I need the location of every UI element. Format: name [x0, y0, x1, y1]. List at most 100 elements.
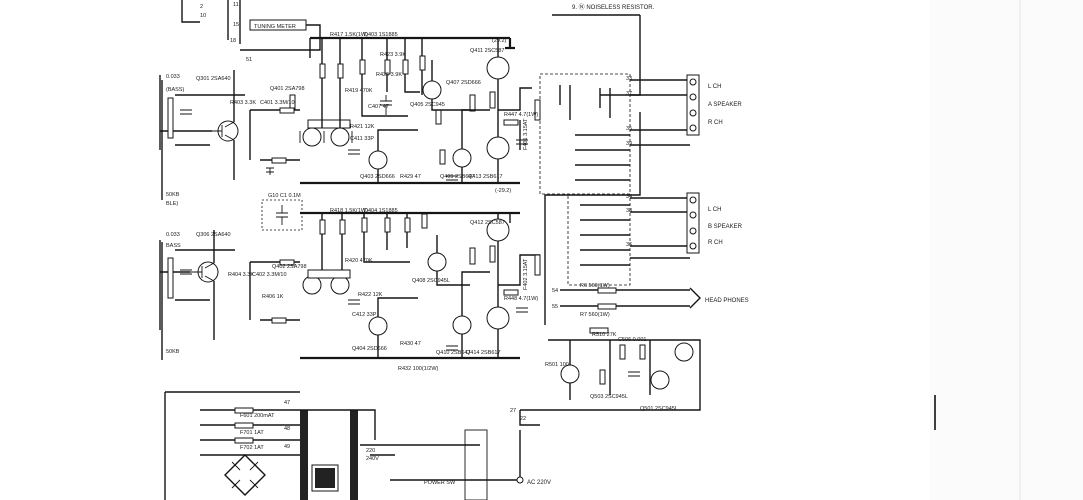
b-rch-label: R CH	[708, 240, 723, 246]
power-sw-label: POWER SW	[424, 480, 456, 486]
headphone-jack: HEAD PHONES R6 560(1W) R7 560(1W) 54 55	[552, 283, 749, 318]
g10-capacitor: G10 C1 0.1M	[261, 193, 303, 231]
terminal-49: 49	[284, 444, 290, 450]
ref-l-9: R406 1K	[262, 294, 284, 300]
rail-minus-top: (-29.2)	[495, 188, 511, 194]
volt-240: 240V	[366, 456, 379, 462]
terminal-15: 15	[233, 22, 239, 28]
output-fuses: F401 3.15AT F402 3.15AT	[523, 99, 541, 290]
head-phones-label: HEAD PHONES	[705, 298, 749, 304]
b-speaker-label: B SPEAKER	[708, 224, 743, 230]
upper-amplifier	[159, 38, 532, 183]
tuning-meter-label: TUNING METER	[254, 24, 296, 30]
left-50kb-top: 50KB	[166, 192, 180, 198]
ref-u-16: R447 4.7(1W)	[504, 112, 538, 118]
ref-u-9: Q407 2SD666	[446, 80, 481, 86]
left-bass-top: (BASS)	[166, 87, 185, 93]
ref-u-25: R421 12K	[350, 124, 375, 130]
terminal-39: 39	[626, 141, 632, 147]
rails: (29.2) (-29.2)	[300, 14, 641, 360]
ref-u-5: R423 3.9K	[380, 52, 406, 58]
ref-l-2: D404 1S1885	[364, 208, 398, 214]
svg-text:2: 2	[200, 4, 203, 10]
terminal-55: 55	[552, 304, 558, 310]
terminal-38: 38	[626, 208, 632, 214]
ref-u-2: D403 1S1885	[364, 32, 398, 38]
ref-l-12: R430 47	[400, 341, 421, 347]
f402-label: F402 3.15AT	[523, 258, 529, 290]
f702-label: F702 1AT	[240, 445, 264, 451]
terminal-36: 36	[626, 242, 632, 248]
protection-circuit: R510 27K C506 0.001 R501 100 Q503 2SC945…	[510, 327, 701, 426]
a-rch-label: R CH	[708, 120, 723, 126]
r7-label: R7 560(1W)	[580, 312, 610, 318]
ref-l-14: Q414 2SB617	[466, 350, 501, 356]
ref-l-11: Q404 2SD666	[352, 346, 387, 352]
ref-l-10: C412 33P	[352, 312, 377, 318]
q503-label: Q503 2SC945L	[590, 394, 628, 400]
ref-u-3: Q411 2SC587	[470, 48, 504, 54]
ref-u-8: C407 47	[368, 104, 389, 110]
left-bass-bottom: BASS	[166, 243, 181, 249]
ref-u-6: R425 3.9K	[376, 72, 402, 78]
ref-u-18: C411 33P	[350, 136, 374, 142]
speaker-switch: L CH A SPEAKER R CH L CH B SPEAKER R CH …	[539, 73, 743, 286]
terminal-51: 51	[246, 57, 252, 63]
left-0033-top: 0.033	[166, 74, 180, 80]
ref-u-20: Q403 2SD666	[360, 174, 395, 180]
noise-note: 9. Ⓝ NOISELESS RESISTOR.	[572, 3, 655, 11]
r501-label: R501 100	[545, 362, 569, 368]
a-lch-label: L CH	[708, 84, 721, 90]
ref-u-22: Q413 2SB617	[468, 174, 503, 180]
ref-l-15: R432 100(1/2W)	[398, 366, 439, 372]
b-lch-label: L CH	[708, 207, 721, 213]
ref-l-1: R418 1.5K(1W)	[330, 208, 368, 214]
r6-label: R6 560(1W)	[580, 283, 610, 289]
terminal-35: 35	[626, 126, 632, 132]
f601-label: F601 200mAT	[240, 413, 275, 419]
ref-l-22: Q408 2SC945L	[412, 278, 450, 284]
terminal-54: 54	[552, 288, 558, 294]
ref-l-5: R404 3.3K	[228, 272, 254, 278]
terminal-34: 34	[626, 194, 632, 200]
ref-l-0: Q306 2SA640	[196, 232, 231, 238]
ac-label: AC 220V	[527, 480, 551, 486]
terminal-27: 27	[510, 408, 516, 414]
f701-label: F701 1AT	[240, 430, 264, 436]
terminal-48: 48	[284, 426, 290, 432]
ref-u-7: R419 470K	[345, 88, 373, 94]
left-50kb-bottom: 50KB	[166, 349, 180, 355]
ref-u-4: Q401 2SA798	[270, 86, 305, 92]
ref-l-18: R448 4.7(1W)	[504, 296, 538, 302]
terminal-22: 22	[520, 416, 526, 422]
ref-u-13: Q405 2SC945	[410, 102, 445, 108]
ref-l-8: R422 12K	[358, 292, 383, 298]
ref-l-4: Q402 2SA798	[272, 264, 307, 270]
c506-label: C506 0.001	[618, 337, 646, 343]
terminal-47: 47	[284, 400, 290, 406]
ref-u-19: R429 47	[400, 174, 421, 180]
rail-plus-top: (29.2)	[492, 38, 507, 44]
q501-label: Q501 2SC945L	[640, 406, 678, 412]
ref-l-3: Q412 2SC587	[470, 220, 505, 226]
svg-text:10: 10	[200, 13, 206, 19]
lower-amplifier	[159, 213, 540, 358]
a-speaker-label: A SPEAKER	[708, 102, 742, 108]
ref-u-10: R403 3.3K	[230, 100, 256, 106]
power-supply: F601 200mAT F701 1AT F702 1AT 47 48 49 2…	[164, 391, 551, 500]
upper-labels: Q301 2SA640 R417 1.5K(1W) D403 1S1885 Q4…	[196, 32, 538, 180]
g10-label: G10 C1 0.1M	[268, 193, 301, 199]
tone-section: 0.033 (BASS) 50KB BLE) 0.033 BASS 50KB	[161, 74, 245, 360]
ref-u-11: C401 3.3M/10	[260, 100, 295, 106]
page-margin-right	[930, 0, 1083, 500]
ref-u-0: Q301 2SA640	[196, 76, 231, 82]
ref-l-13: Q410 2SB647	[436, 350, 471, 356]
terminal-33: 33	[626, 76, 632, 82]
terminal-18: 18	[230, 38, 236, 44]
left-0033-bottom: 0.033	[166, 232, 180, 238]
lower-labels: Q306 2SA640 R418 1.5K(1W) D404 1S1885 Q4…	[196, 208, 538, 372]
ref-l-7: R420 470K	[345, 258, 373, 264]
terminal-37: 37	[626, 91, 632, 97]
ref-u-1: R417 1.5K(1W)	[330, 32, 368, 38]
